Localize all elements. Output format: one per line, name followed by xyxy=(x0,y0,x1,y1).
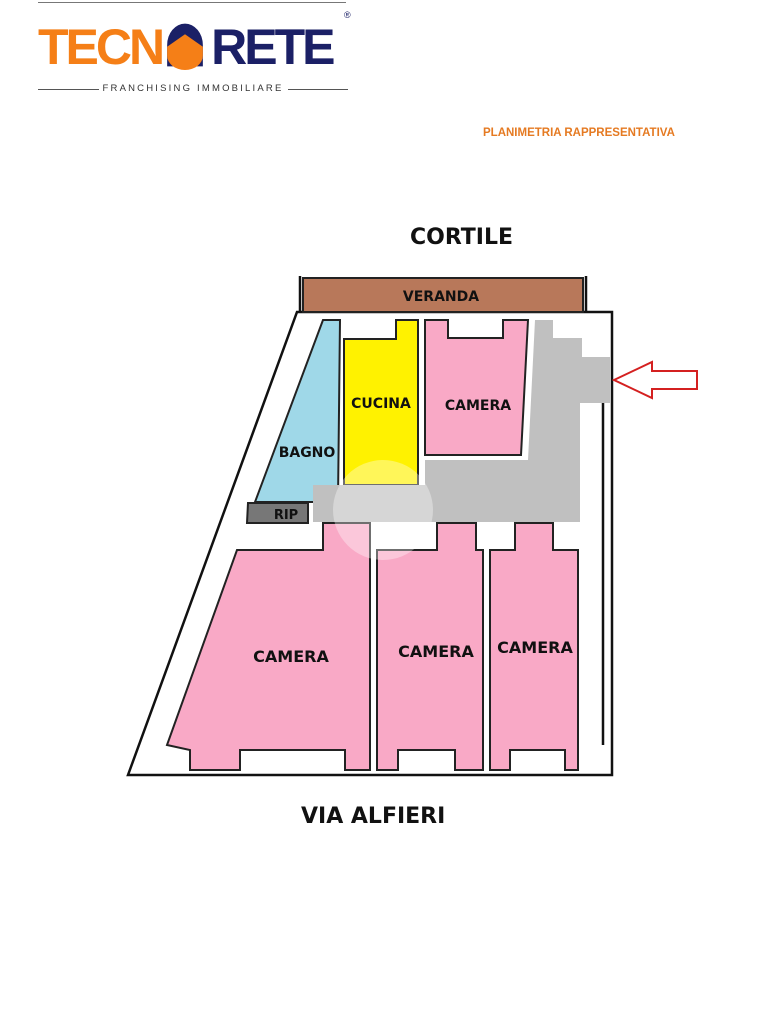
tagline-text: FRANCHISING IMMOBILIARE xyxy=(102,83,284,94)
room-camera-bottom-left xyxy=(165,522,371,771)
logo-divider xyxy=(38,2,346,3)
watermark xyxy=(333,460,433,560)
room-rip xyxy=(245,502,309,524)
room-camera-top xyxy=(424,319,530,456)
document-subtitle: PLANIMETRIA RAPPRESENTATIVA xyxy=(483,127,675,139)
entrance-arrow-icon xyxy=(611,360,698,400)
room-veranda xyxy=(302,277,584,313)
label-cucina: CUCINA xyxy=(351,396,411,412)
label-veranda: VERANDA xyxy=(403,289,479,305)
room-camera-bottom-right xyxy=(489,522,579,771)
logo-part1: TECN xyxy=(38,19,165,75)
label-camera-bottom-middle: CAMERA xyxy=(398,642,474,661)
registered-mark: ® xyxy=(344,10,351,20)
label-camera-top: CAMERA xyxy=(445,398,511,414)
label-camera-bottom-right: CAMERA xyxy=(497,638,573,657)
room-camera-bottom-middle xyxy=(376,522,484,771)
logo-tagline: FRANCHISING IMMOBILIARE xyxy=(38,83,349,95)
label-camera-bottom-left: CAMERA xyxy=(253,647,329,666)
house-icon xyxy=(167,23,203,70)
room-corridor xyxy=(313,320,610,522)
label-cortile: CORTILE xyxy=(410,225,514,250)
label-via-alfieri: VIA ALFIERI xyxy=(301,804,446,829)
logo-part2: RETE xyxy=(211,19,335,75)
logo-wordmark: TECN RETE xyxy=(38,18,335,76)
label-rip: RIP xyxy=(274,508,298,523)
tecnorete-logo: TECN RETE ® FRANCHISING IMMOBILIARE xyxy=(38,0,358,100)
label-bagno: BAGNO xyxy=(279,445,336,461)
